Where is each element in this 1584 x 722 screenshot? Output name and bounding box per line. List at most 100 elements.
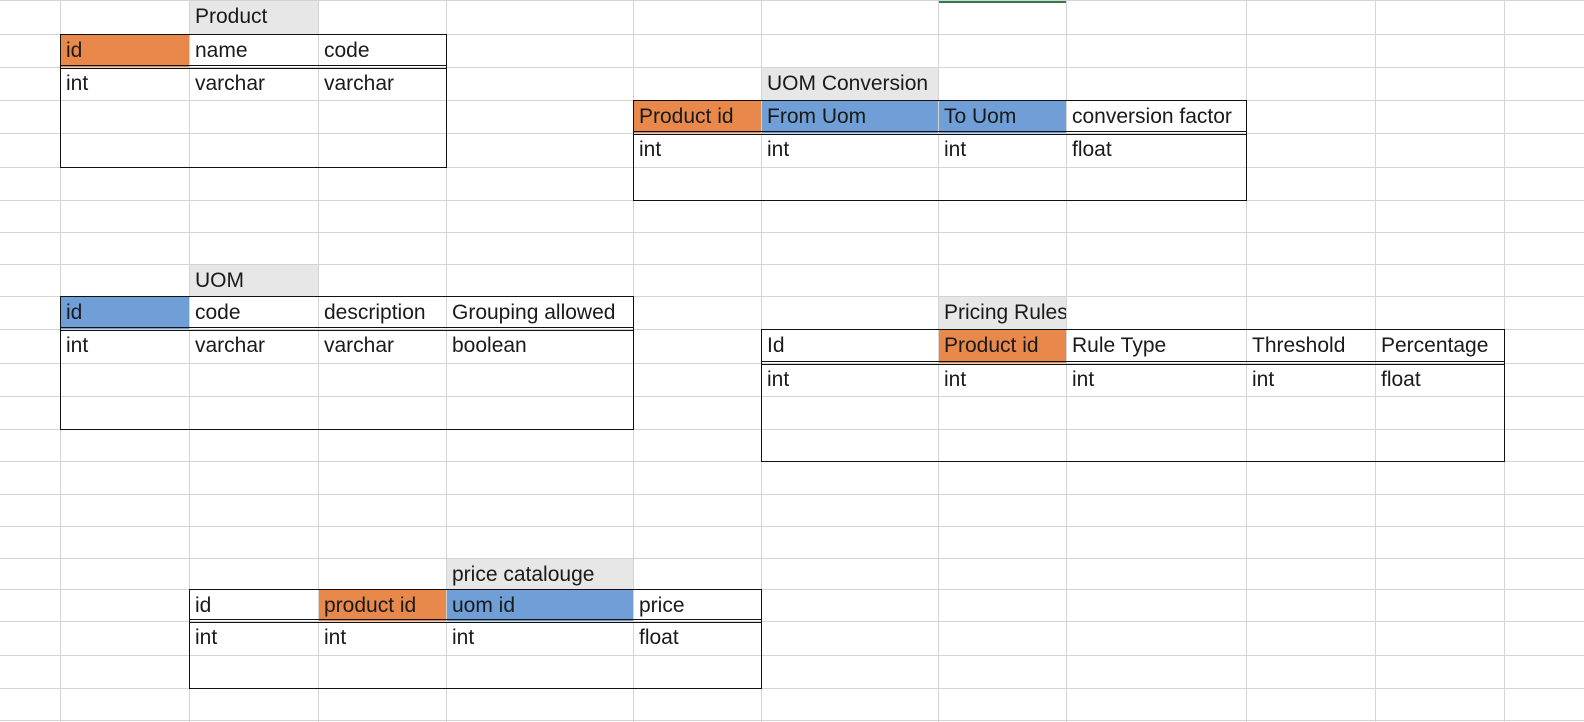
uom-empty-cell[interactable] — [319, 364, 446, 396]
gridline-horizontal — [0, 296, 1584, 297]
gridline-horizontal — [0, 589, 1584, 590]
uom-conversion-header-from-uom[interactable]: From Uom — [762, 101, 938, 133]
product-empty-cell[interactable] — [319, 101, 446, 133]
pricing-rules-empty-cell[interactable] — [1067, 397, 1246, 429]
uom-empty-cell[interactable] — [319, 397, 446, 429]
pricing-rules-empty-cell[interactable] — [762, 397, 938, 429]
gridline-horizontal — [0, 200, 1584, 201]
price-catalouge-empty-cell[interactable] — [319, 656, 446, 688]
pricing-rules-header-percentage[interactable]: Percentage — [1381, 334, 1489, 357]
gridline-horizontal — [0, 655, 1584, 656]
uom-conversion-empty-cell[interactable] — [1067, 168, 1246, 200]
uom-header-id[interactable]: id — [61, 297, 189, 329]
pricing-rules-empty-cell[interactable] — [1247, 397, 1375, 429]
pricing-rules-empty-cell[interactable] — [1247, 430, 1375, 461]
price-catalouge-type-cell[interactable]: int — [324, 626, 347, 649]
gridline-horizontal — [0, 720, 1584, 721]
gridline-horizontal — [0, 621, 1584, 622]
uom-header-grouping-allowed[interactable]: Grouping allowed — [452, 301, 616, 324]
gridline-horizontal — [0, 133, 1584, 134]
pricing-rules-empty-cell[interactable] — [1376, 397, 1504, 429]
uom-empty-cell[interactable] — [190, 364, 318, 396]
price-catalouge-header-uom-id[interactable]: uom id — [447, 590, 633, 621]
table-title-price-catalouge[interactable]: price catalouge — [447, 559, 633, 589]
pricing-rules-type-cell[interactable]: float — [1381, 368, 1421, 391]
price-catalouge-type-cell[interactable]: int — [452, 626, 475, 649]
product-empty-cell[interactable] — [190, 134, 318, 167]
gridline-horizontal — [0, 461, 1584, 462]
product-empty-cell[interactable] — [319, 134, 446, 167]
price-catalouge-type-cell[interactable]: float — [639, 626, 679, 649]
product-header-id[interactable]: id — [61, 35, 189, 67]
gridline-horizontal — [0, 232, 1584, 233]
pricing-rules-type-cell[interactable]: int — [1072, 368, 1095, 391]
uom-conversion-type-cell[interactable]: float — [1072, 138, 1112, 161]
uom-empty-cell[interactable] — [61, 397, 189, 429]
price-catalouge-header-double-underline — [189, 619, 762, 623]
table-title-product[interactable]: Product — [190, 1, 318, 34]
uom-conversion-type-cell[interactable]: int — [767, 138, 790, 161]
uom-header-code[interactable]: code — [195, 301, 241, 324]
uom-conversion-header-double-underline — [633, 131, 1247, 135]
price-catalouge-empty-cell[interactable] — [634, 656, 761, 688]
gridline-horizontal — [0, 0, 1584, 1]
price-catalouge-header-id[interactable]: id — [195, 594, 212, 617]
product-empty-cell[interactable] — [61, 134, 189, 167]
uom-conversion-header-product-id[interactable]: Product id — [634, 101, 761, 133]
table-title-uom[interactable]: UOM — [190, 265, 318, 296]
product-type-cell[interactable]: varchar — [195, 72, 266, 95]
pricing-rules-header-product-id[interactable]: Product id — [939, 330, 1066, 363]
uom-conversion-empty-cell[interactable] — [634, 168, 761, 200]
table-title-pricing-rules[interactable]: Pricing Rules — [939, 297, 1066, 329]
price-catalouge-header-price[interactable]: price — [639, 594, 685, 617]
uom-type-cell[interactable]: varchar — [324, 334, 395, 357]
pricing-rules-empty-cell[interactable] — [1067, 430, 1246, 461]
uom-header-double-underline — [60, 327, 634, 331]
uom-empty-cell[interactable] — [447, 397, 633, 429]
gridline-horizontal — [0, 526, 1584, 527]
price-catalouge-empty-cell[interactable] — [447, 656, 633, 688]
product-type-cell[interactable]: varchar — [324, 72, 395, 95]
product-empty-cell[interactable] — [190, 101, 318, 133]
uom-empty-cell[interactable] — [190, 397, 318, 429]
uom-conversion-empty-cell[interactable] — [762, 168, 938, 200]
product-header-name[interactable]: name — [195, 39, 248, 62]
gridline-vertical — [189, 0, 190, 722]
table-title-uom-conversion[interactable]: UOM Conversion — [762, 68, 938, 100]
uom-empty-cell[interactable] — [61, 364, 189, 396]
price-catalouge-header-product-id[interactable]: product id — [319, 590, 446, 621]
price-catalouge-empty-cell[interactable] — [190, 656, 318, 688]
pricing-rules-header-rule-type[interactable]: Rule Type — [1072, 334, 1167, 357]
pricing-rules-header-id[interactable]: Id — [767, 334, 785, 357]
pricing-rules-type-cell[interactable]: int — [944, 368, 967, 391]
product-header-code[interactable]: code — [324, 39, 370, 62]
product-type-cell[interactable]: int — [66, 72, 89, 95]
uom-conversion-header-to-uom[interactable]: To Uom — [939, 101, 1066, 133]
gridline-horizontal — [0, 264, 1584, 265]
gridline-horizontal — [0, 494, 1584, 495]
gridline-horizontal — [0, 67, 1584, 68]
product-empty-cell[interactable] — [61, 101, 189, 133]
pricing-rules-type-cell[interactable]: int — [767, 368, 790, 391]
pricing-rules-type-cell[interactable]: int — [1252, 368, 1275, 391]
selected-column-indicator — [938, 0, 1066, 3]
pricing-rules-empty-cell[interactable] — [939, 397, 1066, 429]
gridline-vertical — [446, 0, 447, 722]
uom-conversion-empty-cell[interactable] — [939, 168, 1066, 200]
uom-type-cell[interactable]: int — [66, 334, 89, 357]
pricing-rules-empty-cell[interactable] — [762, 430, 938, 461]
gridline-horizontal — [0, 429, 1584, 430]
uom-conversion-header-conversion-factor[interactable]: conversion factor — [1072, 105, 1232, 128]
uom-type-cell[interactable]: boolean — [452, 334, 527, 357]
pricing-rules-empty-cell[interactable] — [1376, 430, 1504, 461]
pricing-rules-header-threshold[interactable]: Threshold — [1252, 334, 1346, 357]
uom-header-description[interactable]: description — [324, 301, 426, 324]
uom-empty-cell[interactable] — [447, 364, 633, 396]
uom-conversion-type-cell[interactable]: int — [639, 138, 662, 161]
price-catalouge-type-cell[interactable]: int — [195, 626, 218, 649]
uom-conversion-type-cell[interactable]: int — [944, 138, 967, 161]
pricing-rules-empty-cell[interactable] — [939, 430, 1066, 461]
uom-type-cell[interactable]: varchar — [195, 334, 266, 357]
gridline-horizontal — [0, 558, 1584, 559]
